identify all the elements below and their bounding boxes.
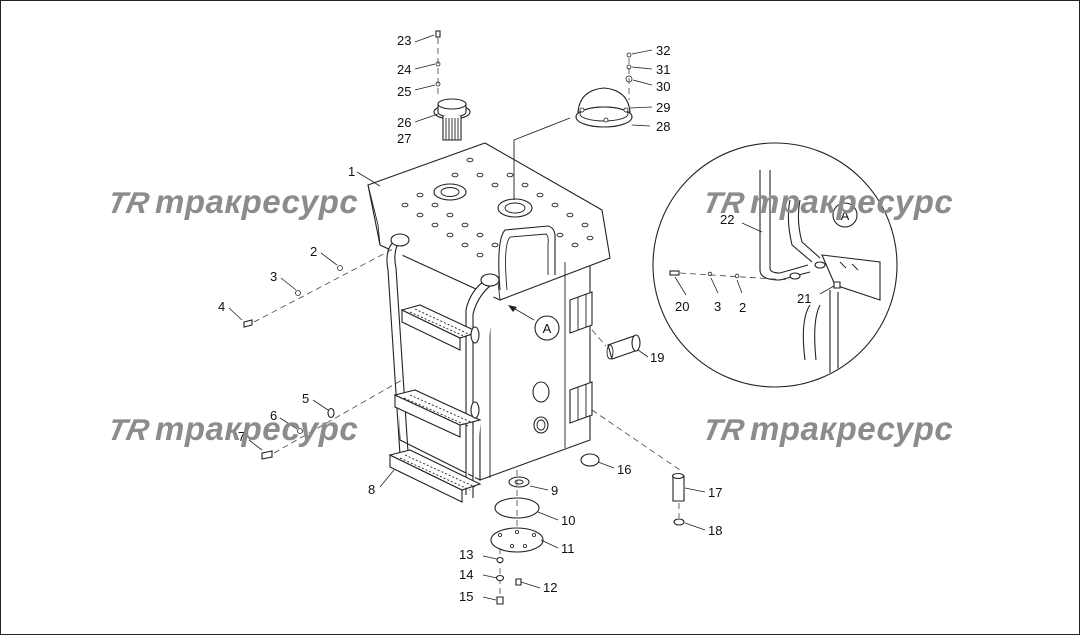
callout-23: 23 — [397, 33, 411, 48]
detail-view-marker — [832, 202, 858, 228]
callout-labels: 1 2 3 4 5 6 7 8 9 10 11 12 13 14 15 16 1… — [218, 33, 811, 604]
detail-view-label: A — [841, 208, 850, 223]
callout-16: 16 — [617, 462, 631, 477]
callout-2: 2 — [310, 244, 317, 259]
watermark-logo: TR — [104, 414, 153, 447]
watermark-bottom-right: TRтракресурс — [700, 410, 954, 448]
callout-18: 18 — [708, 523, 722, 538]
watermark-top-left: TRтракресурс — [105, 183, 359, 221]
watermark-logo: TR — [699, 187, 748, 220]
gasket-9 — [508, 476, 530, 488]
callout-22: 22 — [720, 212, 734, 227]
callout-29: 29 — [656, 100, 670, 115]
detail-callout-2: 2 — [739, 300, 746, 315]
filter-port — [433, 183, 467, 201]
callout-3: 3 — [270, 269, 277, 284]
callout-31: 31 — [656, 62, 670, 77]
watermark-top-right: TRтракресурс — [700, 183, 954, 221]
detail-view-a — [652, 142, 898, 388]
callout-6: 6 — [270, 408, 277, 423]
watermark-logo: TR — [699, 414, 748, 447]
sleeve-17 — [672, 475, 685, 502]
callout-14: 14 — [459, 567, 473, 582]
detail-pointer-label: A — [543, 321, 552, 336]
suction-filter — [433, 98, 471, 141]
watermark-text: тракресурс — [155, 410, 359, 447]
callout-12: 12 — [543, 580, 557, 595]
callout-11: 11 — [561, 541, 575, 556]
plug-16 — [580, 453, 600, 467]
detail-callout-3: 3 — [714, 299, 721, 314]
watermark-logo: TR — [104, 187, 153, 220]
callout-32: 32 — [656, 43, 670, 58]
filler-cap — [575, 87, 633, 128]
ring-18 — [673, 518, 685, 526]
callout-28: 28 — [656, 119, 670, 134]
callout-25: 25 — [397, 84, 411, 99]
bolt-23 — [435, 30, 441, 38]
callout-30: 30 — [656, 79, 670, 94]
filler-port — [497, 198, 533, 218]
callout-27: 27 — [397, 131, 411, 146]
leader-lines — [228, 34, 835, 601]
callout-24: 24 — [397, 62, 411, 77]
callout-1: 1 — [348, 164, 355, 179]
callout-5: 5 — [302, 391, 309, 406]
callout-21: 21 — [797, 291, 811, 306]
callout-7: 7 — [238, 429, 245, 444]
callout-13: 13 — [459, 547, 473, 562]
callout-9: 9 — [551, 483, 558, 498]
gasket-10 — [494, 497, 540, 519]
cover-11 — [490, 527, 544, 553]
callout-26: 26 — [397, 115, 411, 130]
callout-4: 4 — [218, 299, 225, 314]
watermark-text: тракресурс — [155, 183, 359, 220]
detail-pointer-marker — [534, 315, 560, 341]
top-plate-holes — [401, 157, 594, 258]
top-handrail — [498, 225, 556, 291]
callout-10: 10 — [561, 513, 575, 528]
ladder — [386, 233, 500, 503]
callout-19: 19 — [650, 350, 664, 365]
callout-15: 15 — [459, 589, 473, 604]
pin-19 — [606, 334, 641, 360]
watermark-text: тракресурс — [750, 183, 954, 220]
callout-17: 17 — [708, 485, 722, 500]
callout-20: 20 — [675, 299, 689, 314]
watermark-text: тракресурс — [750, 410, 954, 447]
watermark-bottom-left: TRтракресурс — [105, 410, 359, 448]
callout-8: 8 — [368, 482, 375, 497]
